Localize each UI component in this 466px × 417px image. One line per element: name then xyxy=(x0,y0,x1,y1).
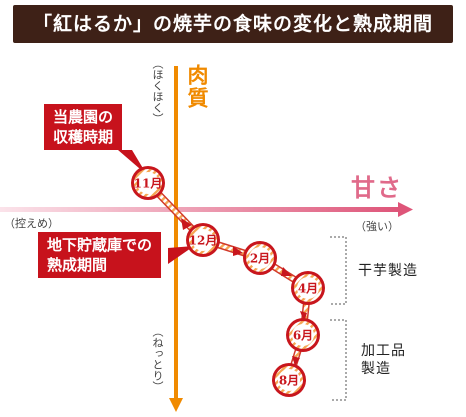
texture-axis-label: 肉質 xyxy=(185,64,210,110)
month-node-4 xyxy=(291,271,325,305)
storage-pointer xyxy=(168,246,194,264)
texture-arrowhead xyxy=(169,398,183,412)
processed-bracket xyxy=(330,319,347,401)
harvest-callout-line-2: 収穫時期 xyxy=(53,128,114,146)
month-label-12: 12月 xyxy=(188,233,218,248)
month-node-12 xyxy=(186,223,220,257)
sweetness-axis-sub-right: （強い） xyxy=(355,220,399,233)
month-node-2 xyxy=(243,241,277,275)
texture-axis-sub-bottom: （ねっとり） xyxy=(151,326,164,392)
sweetness-axis-label: 甘さ xyxy=(351,173,403,202)
month-node-11 xyxy=(131,166,165,200)
month-label-4: 4月 xyxy=(297,281,319,296)
month-path-line xyxy=(144,179,312,384)
month-label-2: 2月 xyxy=(249,251,271,266)
path-arrow-3 xyxy=(281,267,292,276)
path-arrow-1 xyxy=(181,218,192,230)
month-label-11: 11月 xyxy=(133,176,163,191)
sweetness-axis-sub-left: （控えめ） xyxy=(4,217,59,230)
path-arrow-2 xyxy=(233,246,243,256)
path-arrow-5 xyxy=(292,356,300,366)
harvest-callout: 当農園の 収穫時期 xyxy=(44,104,123,150)
month-node-8 xyxy=(272,363,306,397)
hoshiimo-label: 干芋製造 xyxy=(358,263,418,279)
texture-axis-sub-top: （ほくほく） xyxy=(151,58,164,124)
sweetness-arrowhead xyxy=(398,202,413,217)
page-title: 「紅はるか」の焼芋の食味の変化と熟成期間 xyxy=(13,5,453,43)
storage-callout-line-1: 地下貯蔵庫での xyxy=(47,236,153,254)
processed-label: 加工品 製造 xyxy=(361,342,406,378)
processed-label-line-2: 製造 xyxy=(361,361,391,377)
processed-label-line-1: 加工品 xyxy=(361,343,406,359)
storage-callout: 地下貯蔵庫での 熟成期間 xyxy=(38,232,162,278)
month-label-6: 6月 xyxy=(292,328,314,343)
month-node-6 xyxy=(286,318,320,352)
storage-callout-line-2: 熟成期間 xyxy=(47,256,108,274)
hoshiimo-bracket xyxy=(330,236,347,305)
path-arrow-4 xyxy=(300,311,307,322)
texture-axis xyxy=(174,66,178,402)
harvest-callout-line-1: 当農園の xyxy=(53,108,114,126)
month-label-8: 8月 xyxy=(278,373,300,388)
sweetness-axis xyxy=(0,207,400,212)
